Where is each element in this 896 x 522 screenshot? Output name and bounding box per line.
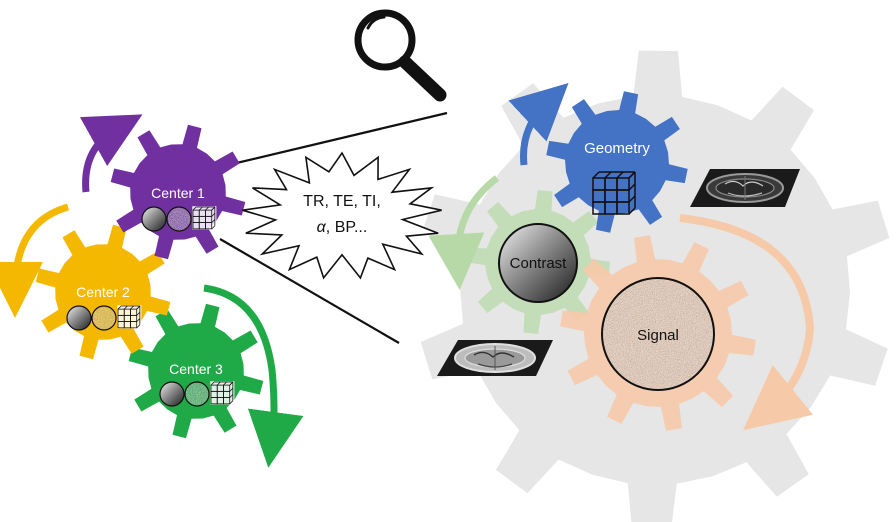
voxel-grid-icon <box>192 206 217 230</box>
brain-slice-icon <box>437 340 553 376</box>
noise-disc-icon <box>184 381 210 407</box>
voxel-grid-icon <box>592 171 636 215</box>
magnifier-icon <box>354 9 447 102</box>
alpha-symbol: α <box>317 219 327 236</box>
noise-disc-icon <box>166 206 192 232</box>
signal-label: Signal <box>637 327 679 344</box>
center-3-label: Center 3 <box>169 361 223 377</box>
brain-slice-icon <box>690 169 800 207</box>
contrast-disc-icon <box>498 223 578 303</box>
contrast-label: Contrast <box>510 255 568 272</box>
center-2-rotation-arrow <box>0 203 70 318</box>
connector-line-top <box>227 111 448 167</box>
connector-line-bottom <box>219 238 400 344</box>
geometry-rotation-arrow <box>508 82 569 166</box>
signal-rotation-arrow <box>679 214 815 431</box>
contrast-disc-icon <box>141 206 167 232</box>
contrast-disc-icon <box>66 305 92 331</box>
parameter-text-line-1: TR, TE, TI, <box>303 193 381 210</box>
center-1-rotation-arrow <box>79 114 143 193</box>
parameter-text-line-2: α, BP... <box>317 219 368 236</box>
contrast-disc-icon <box>159 381 185 407</box>
geometry-label: Geometry <box>584 140 650 157</box>
contrast-rotation-arrow <box>428 175 500 290</box>
center-2-label: Center 2 <box>76 284 130 300</box>
voxel-grid-icon <box>117 305 142 329</box>
parameter-text-line-2-rest: , BP... <box>326 219 368 236</box>
voxel-grid-icon <box>210 381 235 405</box>
center-1-label: Center 1 <box>151 185 205 201</box>
noise-disc-icon <box>601 277 715 391</box>
noise-disc-icon <box>91 305 117 331</box>
center-3-rotation-arrow <box>203 284 304 468</box>
geometry-gear <box>546 91 688 233</box>
center-3-gear <box>128 303 264 439</box>
parameter-burst-callout <box>242 151 442 280</box>
